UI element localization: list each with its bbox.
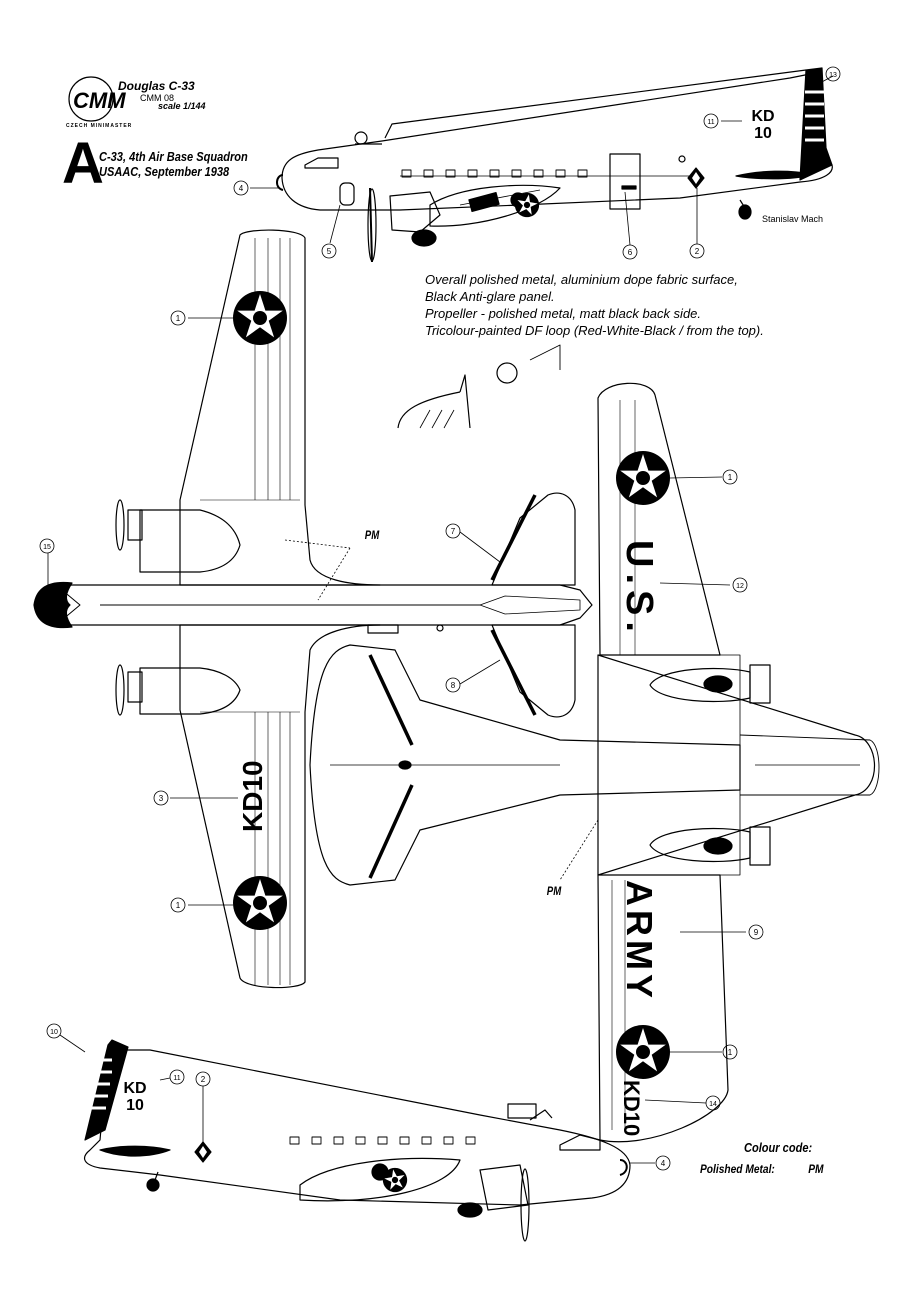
callout-13: 13	[825, 66, 841, 82]
note-line: Overall polished metal, aluminium dope f…	[425, 272, 738, 287]
svg-text:13: 13	[829, 72, 837, 79]
svg-text:12: 12	[736, 583, 744, 590]
callout-4b: 4	[655, 1155, 671, 1171]
callout-5: 5	[321, 243, 337, 259]
callout-8: 8	[445, 677, 461, 693]
svg-text:1: 1	[728, 473, 733, 482]
model-title: Douglas C-33	[118, 79, 195, 93]
svg-text:5: 5	[327, 247, 332, 256]
model-scale: scale 1/144	[158, 101, 206, 111]
leader-lines	[47, 75, 834, 1164]
callout-1a: 1	[170, 310, 186, 326]
svg-text:7: 7	[451, 527, 456, 536]
callout-9: 9	[748, 924, 764, 940]
note-line: Black Anti-glare panel.	[425, 289, 555, 304]
svg-text:8: 8	[451, 681, 456, 690]
colour-code-row: Polished Metal: PM	[700, 1162, 824, 1176]
callout-3: 3	[153, 790, 169, 806]
wing-army: ARMY	[619, 880, 660, 1002]
svg-text:6: 6	[628, 248, 633, 257]
svg-text:15: 15	[43, 544, 51, 551]
tail-code-top-1: KD	[751, 108, 774, 125]
svg-text:2: 2	[695, 247, 700, 256]
svg-text:2: 2	[201, 1075, 206, 1084]
callout-1d: 1	[722, 1044, 738, 1060]
scheme-title: C-33, 4th Air Base Squadron USAAC, Septe…	[99, 149, 248, 179]
svg-text:1: 1	[176, 901, 181, 910]
wing-code-left: KD10	[237, 760, 268, 832]
note-line: Propeller - polished metal, matt black b…	[425, 306, 702, 321]
callout-11a: 11	[703, 113, 719, 129]
df-loop-detail	[397, 344, 561, 429]
svg-text:14: 14	[709, 1101, 717, 1108]
svg-text:4: 4	[661, 1159, 666, 1168]
callout-1c: 1	[722, 469, 738, 485]
svg-text:4: 4	[239, 184, 244, 193]
colour-code-title: Colour code:	[744, 1140, 813, 1155]
insignia	[233, 190, 670, 1195]
tail-code-bottom-1: KD	[123, 1080, 146, 1097]
callout-11b: 11	[169, 1069, 185, 1085]
callout-15: 15	[39, 538, 55, 554]
callout-12: 12	[732, 577, 748, 593]
callout-14: 14	[705, 1095, 721, 1111]
paint-notes: Overall polished metal, aluminium dope f…	[425, 271, 764, 339]
maker-name: CZECH MINIMASTER	[66, 123, 133, 129]
svg-text:10: 10	[50, 1029, 58, 1036]
wing-code-right: KD10	[619, 1080, 644, 1136]
callout-2a: 2	[689, 243, 705, 259]
svg-text:3: 3	[159, 794, 164, 803]
side-view-bottom	[83, 1039, 631, 1242]
colour-code-label: Polished Metal:	[700, 1162, 775, 1176]
svg-text:CMM: CMM	[73, 88, 126, 113]
colour-code-abbr: PM	[808, 1162, 824, 1176]
callouts: 1 1 1 1 2 2 3 4 4 5 6 7 8 9 10 11 11 12 …	[39, 66, 841, 1171]
callout-7: 7	[445, 523, 461, 539]
svg-text:11: 11	[707, 119, 714, 126]
tail-code-top-2: 10	[754, 125, 772, 142]
svg-text:9: 9	[754, 928, 759, 937]
svg-text:11: 11	[173, 1075, 180, 1082]
callout-2b: 2	[195, 1071, 211, 1087]
wing-us: U.S.	[618, 540, 660, 638]
model-code: CMM 08	[140, 93, 175, 103]
pm-label-bottom: PM	[546, 884, 562, 898]
plan-view-top-surface	[33, 229, 593, 989]
svg-text:1: 1	[728, 1048, 733, 1057]
cmm-logo: CMM	[68, 76, 126, 122]
callout-1b: 1	[170, 897, 186, 913]
callout-6: 6	[622, 244, 638, 260]
markings-text: KD 10 KD 10 KD10 U.S. ARMY KD10	[123, 108, 774, 1136]
callout-10: 10	[46, 1023, 62, 1039]
tail-code-bottom-2: 10	[126, 1097, 144, 1114]
svg-text:1: 1	[176, 314, 181, 323]
note-line: Tricolour-painted DF loop (Red-White-Bla…	[425, 323, 764, 338]
callout-4a: 4	[233, 180, 249, 196]
plan-view-underside	[309, 382, 880, 1143]
scheme-letter: A	[62, 131, 104, 196]
pm-label-top: PM	[364, 528, 380, 542]
side-view-top	[276, 67, 833, 263]
author-credit: Stanislav Mach	[762, 214, 824, 224]
